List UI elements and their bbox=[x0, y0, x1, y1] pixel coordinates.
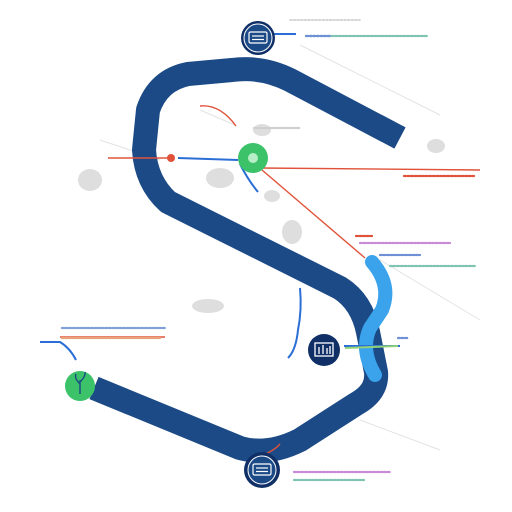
gray-blob-left bbox=[78, 169, 102, 191]
node-top[interactable] bbox=[241, 21, 275, 55]
flow-line-right bbox=[344, 345, 399, 349]
circle-icon bbox=[248, 153, 258, 163]
gray-blob-right bbox=[427, 139, 445, 153]
s-ribbon bbox=[89, 57, 406, 463]
red-node bbox=[167, 154, 175, 162]
gray-blob-center bbox=[206, 168, 234, 188]
node-bottom[interactable] bbox=[244, 452, 280, 488]
accent-ribbon bbox=[359, 255, 393, 382]
bar-chart-icon bbox=[314, 342, 334, 357]
gray-blob-small bbox=[264, 190, 280, 202]
gray-blob-mid bbox=[282, 220, 302, 244]
node-mid-green[interactable] bbox=[238, 143, 268, 173]
node-left-green[interactable] bbox=[65, 371, 95, 401]
plant-icon bbox=[74, 371, 86, 394]
gray-blob-upper bbox=[253, 124, 271, 136]
keyboard-icon bbox=[248, 31, 268, 44]
keyboard-icon bbox=[252, 463, 272, 476]
gray-blob-lower bbox=[192, 299, 224, 313]
placeholder-text-glyphs bbox=[60, 19, 478, 482]
node-right[interactable] bbox=[308, 334, 340, 366]
